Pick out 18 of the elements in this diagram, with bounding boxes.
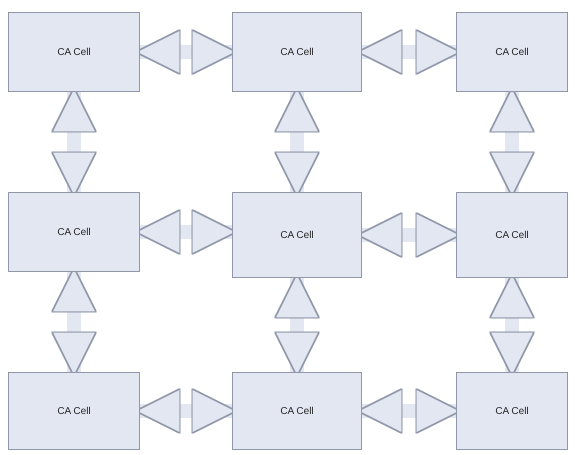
- cell-box: [232, 12, 362, 92]
- cell-label: CA Cell: [57, 226, 91, 238]
- cell-box: [456, 372, 568, 450]
- cell-label: CA Cell: [495, 230, 529, 240]
- cell-label: CA Cell: [280, 406, 314, 416]
- cell-label: CA Cell: [280, 230, 314, 240]
- cell-label: CA Cell: [495, 46, 529, 58]
- cell-box: [8, 12, 140, 92]
- cell-label: CA Cell: [57, 46, 91, 58]
- cell-label: CA Cell: [495, 406, 529, 416]
- cell-box: [8, 372, 140, 450]
- cell-box: [232, 192, 362, 278]
- cell-box: [456, 12, 568, 92]
- cell-label: CA Cell: [280, 46, 314, 58]
- cell-box: [232, 372, 362, 450]
- cell-label: CA Cell: [57, 406, 91, 416]
- cell-box: [456, 192, 568, 278]
- cell-box: [8, 192, 140, 272]
